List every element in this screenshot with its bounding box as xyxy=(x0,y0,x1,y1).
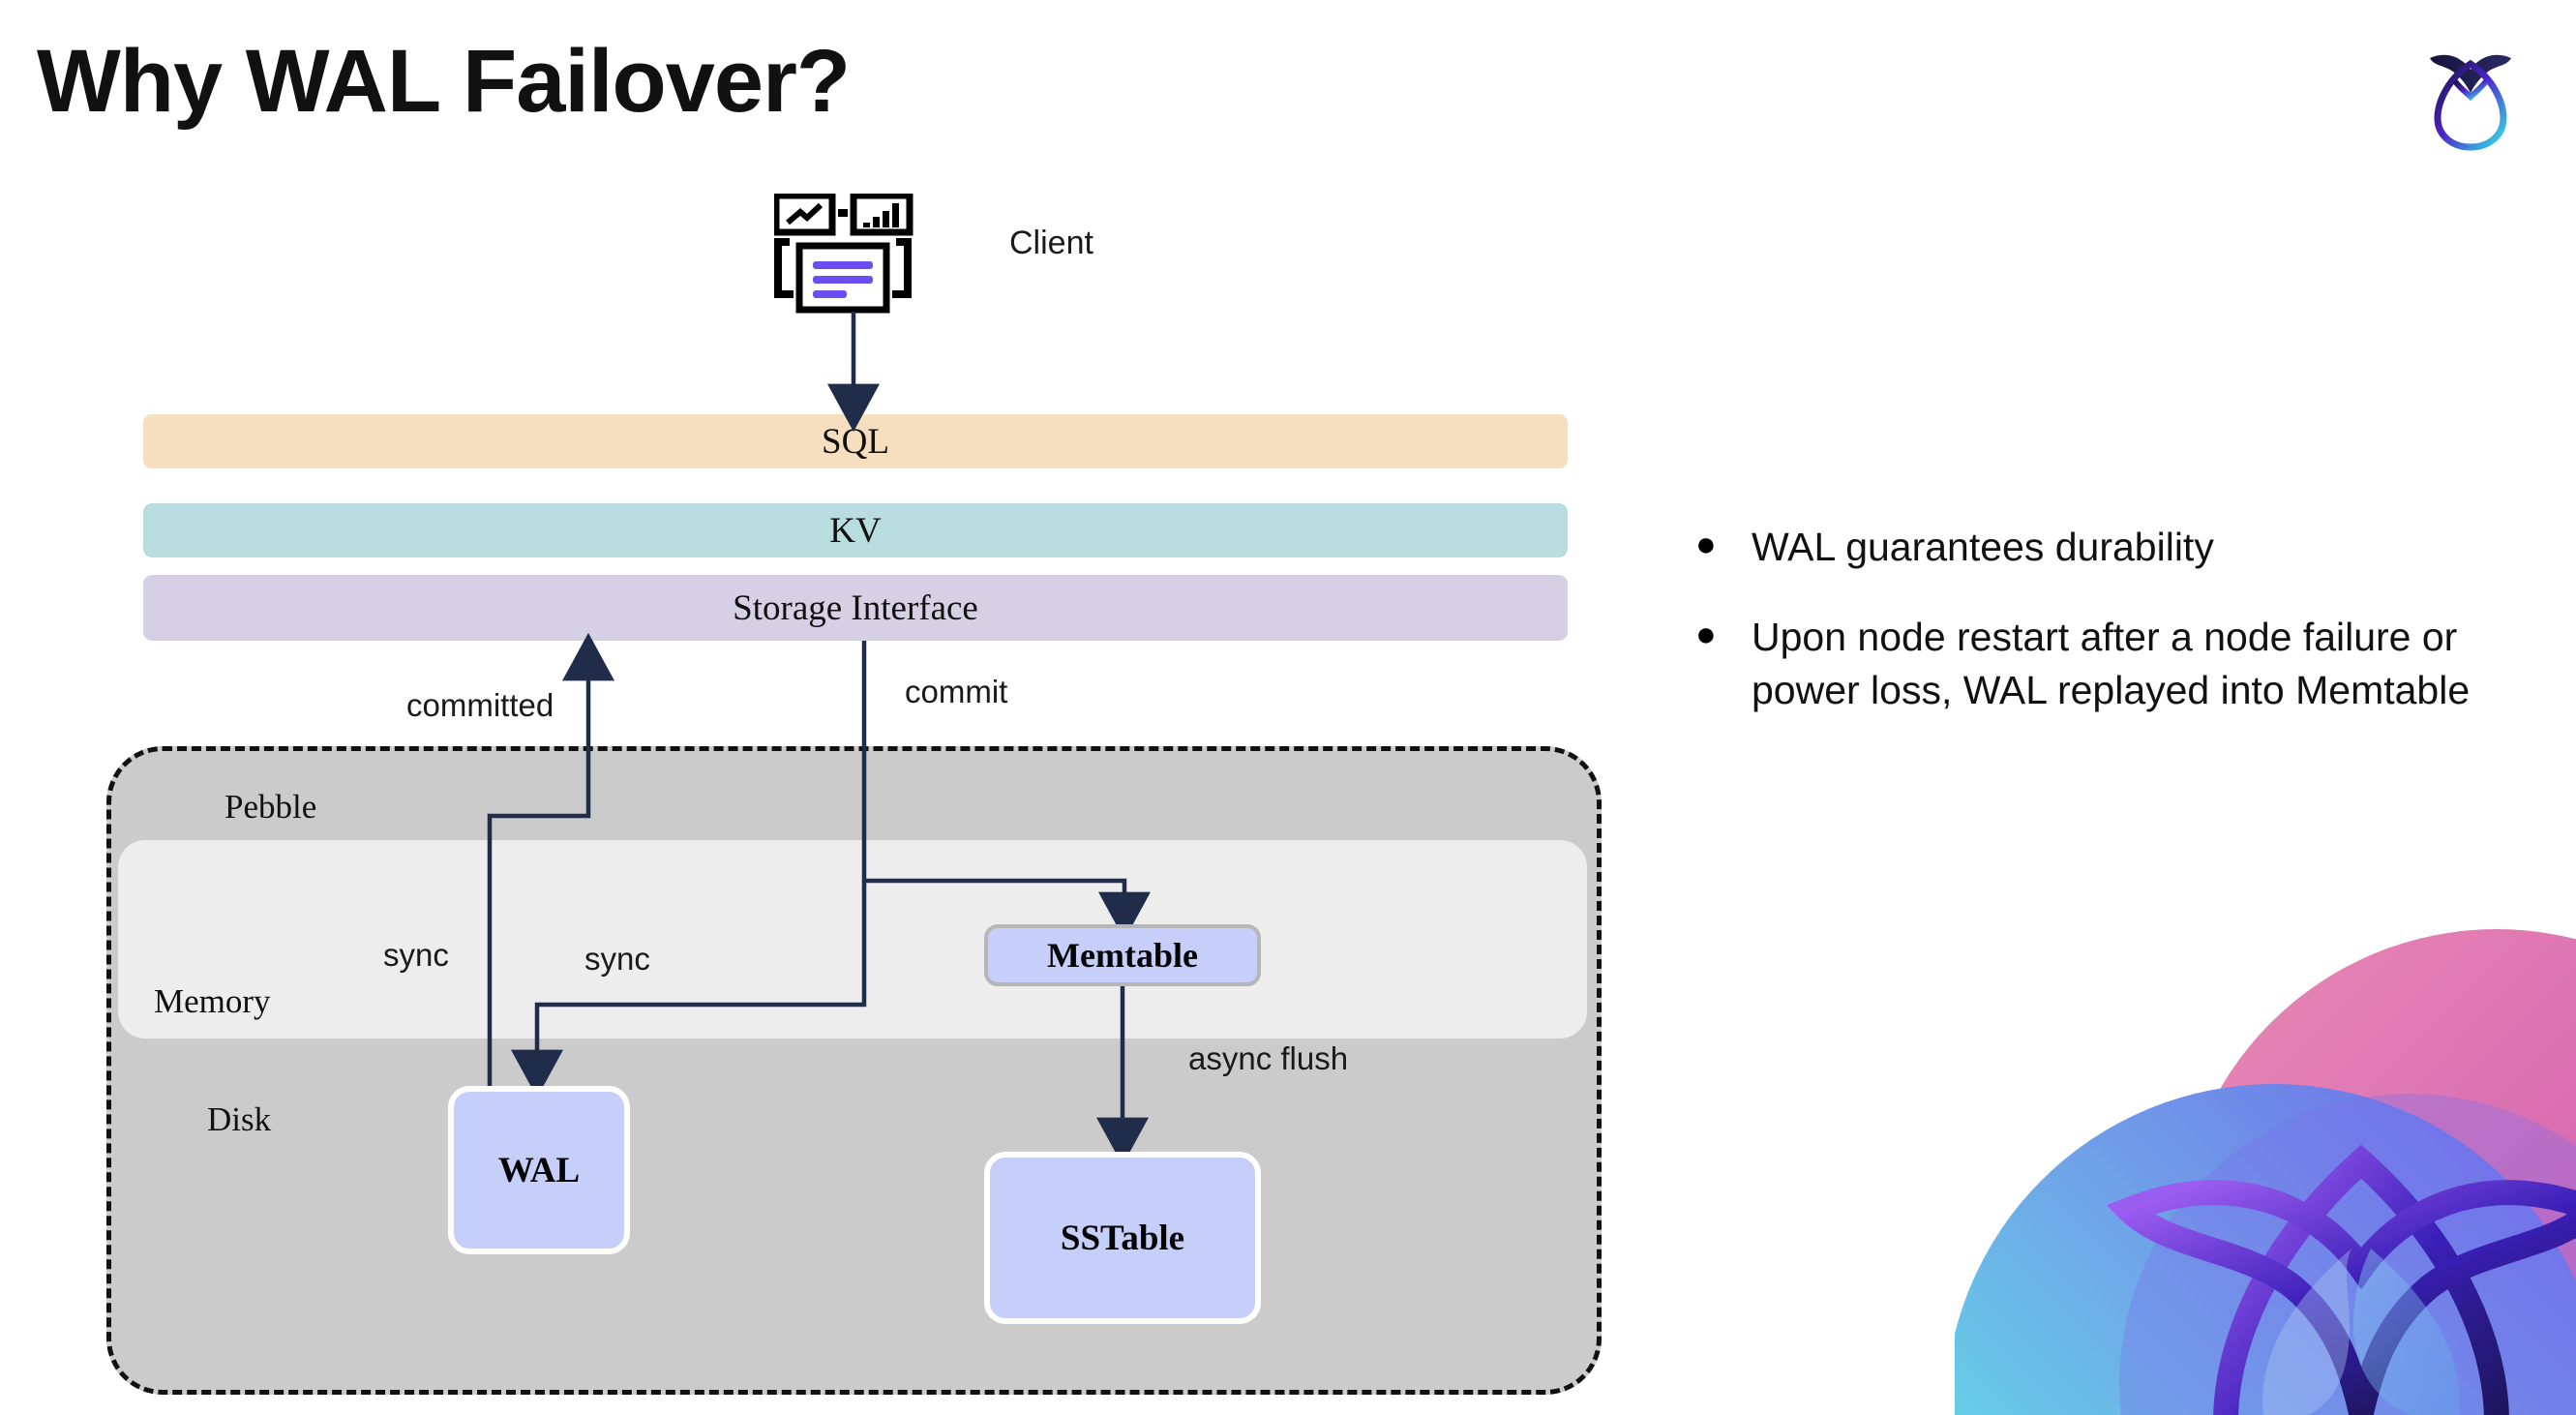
edge-label-sync-left: sync xyxy=(383,937,449,973)
node-sstable-label: SSTable xyxy=(1060,1218,1185,1258)
layer-bar-kv[interactable]: KV xyxy=(143,503,1568,557)
client-label: Client xyxy=(1009,225,1093,261)
bullet-text: WAL guarantees durability xyxy=(1752,525,2214,569)
list-item: ● Upon node restart after a node failure… xyxy=(1695,611,2499,717)
list-item: ● WAL guarantees durability xyxy=(1695,521,2499,574)
edge-label-commit: commit xyxy=(905,674,1008,709)
bullet-marker: ● xyxy=(1695,524,1717,563)
edge-label-async-flush: async flush xyxy=(1188,1040,1349,1076)
decorative-corner-graphic xyxy=(1955,929,2576,1415)
node-wal[interactable]: WAL xyxy=(448,1086,630,1254)
client-workstation-icon xyxy=(772,192,929,315)
page-title: Why WAL Failover? xyxy=(37,32,851,131)
cockroach-labs-logo xyxy=(2412,37,2529,163)
layer-bar-storage-interface-label: Storage Interface xyxy=(733,587,978,628)
node-memtable-label: Memtable xyxy=(1047,936,1198,975)
layer-bar-sql-label: SQL xyxy=(822,421,889,462)
memory-label: Memory xyxy=(154,982,271,1020)
bullet-text: Upon node restart after a node failure o… xyxy=(1752,614,2471,712)
bullet-list: ● WAL guarantees durability ● Upon node … xyxy=(1695,521,2499,754)
node-wal-label: WAL xyxy=(497,1150,581,1190)
layer-bar-storage-interface[interactable]: Storage Interface xyxy=(143,575,1568,641)
edge-label-committed: committed xyxy=(406,687,554,723)
memory-region xyxy=(118,840,1587,1039)
edge-label-sync-right: sync xyxy=(584,941,650,977)
bullet-marker: ● xyxy=(1695,613,1717,653)
disk-label: Disk xyxy=(207,1100,272,1138)
node-sstable[interactable]: SSTable xyxy=(984,1152,1261,1324)
pebble-label: Pebble xyxy=(225,788,317,826)
node-memtable[interactable]: Memtable xyxy=(984,924,1261,986)
layer-bar-sql[interactable]: SQL xyxy=(143,414,1568,468)
layer-bar-kv-label: KV xyxy=(829,510,882,551)
